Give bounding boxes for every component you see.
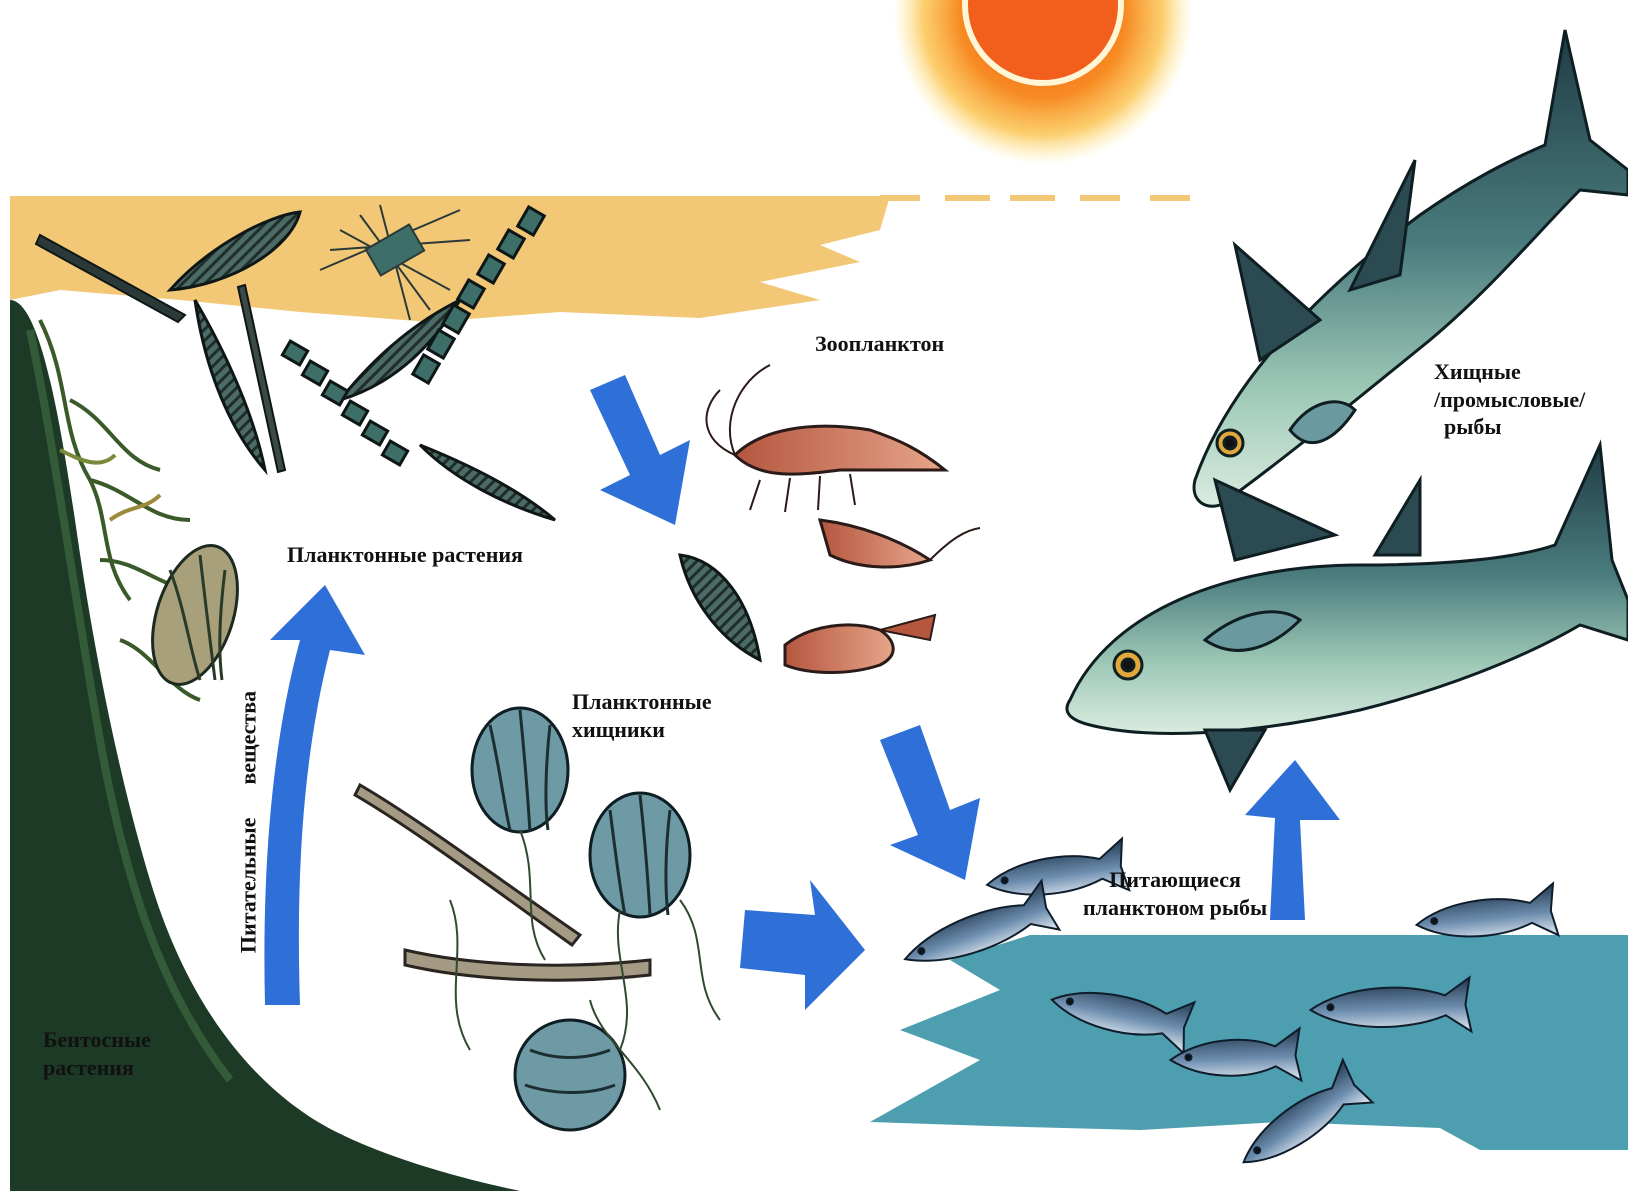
label-plankton-predators-line2: хищники — [572, 716, 712, 744]
zooplankton-cluster — [680, 365, 980, 673]
label-nutrients: Питательные вещества — [234, 691, 262, 953]
label-predatory-fish: Хищные /промысловые/ рыбы — [1434, 358, 1585, 441]
arrow-zoo-to-fish — [880, 725, 980, 880]
label-nutrients-word1: Питательные — [235, 818, 260, 953]
benthic-seed-pod — [137, 535, 254, 695]
plankton-predators-cluster — [355, 708, 720, 1130]
arrow-phyto-to-zoo — [590, 375, 690, 525]
label-benthic-plants: Бентосные растения — [43, 1026, 151, 1081]
label-plankton-predators: Планктонные хищники — [572, 688, 712, 743]
label-nutrients-word2: вещества — [235, 691, 260, 785]
label-benthic-plants-line1: Бентосные — [43, 1026, 151, 1054]
label-zooplankton-text: Зоопланктон — [815, 330, 944, 358]
predatory-fish-lower — [1067, 445, 1628, 790]
sun — [893, 0, 1193, 165]
label-plankton-predators-line1: Планктонные — [572, 688, 712, 716]
label-plankton-feeding-fish-line2: планктоном рыбы — [1083, 894, 1267, 922]
label-benthic-plants-line2: растения — [43, 1054, 151, 1082]
label-plankton-feeding-fish-line1: Питающиеся — [1083, 866, 1267, 894]
label-plankton-plants: Планктонные растения — [287, 541, 523, 569]
arrow-predators-to-fish — [740, 880, 865, 1010]
label-plankton-feeding-fish: Питающиеся планктоном рыбы — [1083, 866, 1267, 921]
label-predatory-fish-line2: /промысловые/ — [1434, 386, 1585, 414]
label-predatory-fish-line3: рыбы — [1434, 413, 1585, 441]
label-zooplankton: Зоопланктон — [815, 330, 944, 358]
label-predatory-fish-line1: Хищные — [1434, 358, 1585, 386]
arrow-nutrients-up — [264, 585, 365, 1005]
label-plankton-plants-text: Планктонные растения — [287, 541, 523, 569]
